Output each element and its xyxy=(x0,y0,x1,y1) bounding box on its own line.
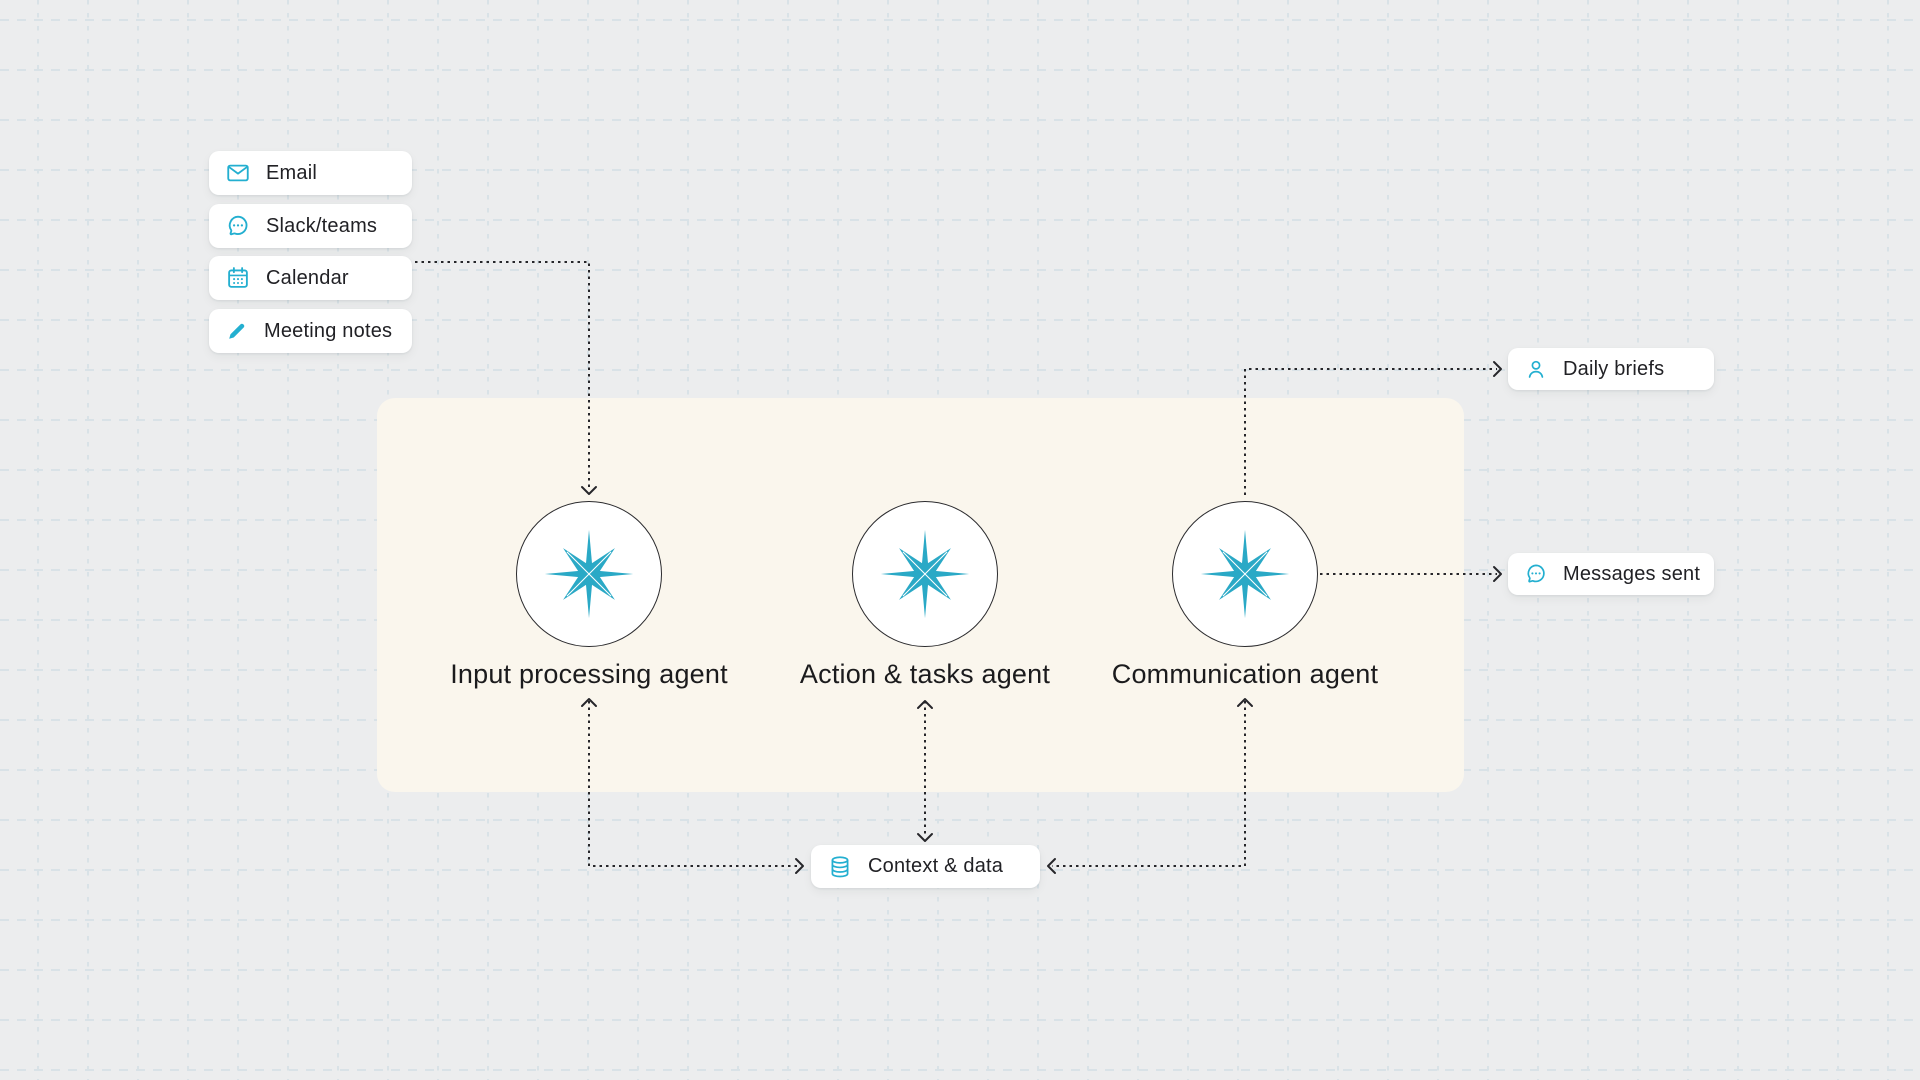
user-icon xyxy=(1524,357,1548,381)
context-chip[interactable]: Context & data xyxy=(811,845,1040,888)
compass-star-icon xyxy=(880,529,970,619)
arrowhead-right-icon xyxy=(1493,361,1502,377)
input-chip-calendar[interactable]: Calendar xyxy=(209,256,412,300)
agent-node-input-processing[interactable] xyxy=(516,501,662,647)
input-chip-meeting-notes[interactable]: Meeting notes xyxy=(209,309,412,353)
agent-label-action-tasks: Action & tasks agent xyxy=(799,659,1051,689)
arrowhead-down-icon xyxy=(917,833,933,842)
calendar-icon xyxy=(225,265,251,291)
chip-label: Messages sent xyxy=(1563,562,1701,585)
input-chip-slack-teams[interactable]: Slack/teams xyxy=(209,204,412,248)
chip-label: Daily briefs xyxy=(1563,357,1665,380)
chip-label: Email xyxy=(266,161,318,184)
chip-label: Calendar xyxy=(266,266,349,289)
chip-label: Meeting notes xyxy=(264,319,393,342)
agent-node-communication[interactable] xyxy=(1172,501,1318,647)
agent-node-action-tasks[interactable] xyxy=(852,501,998,647)
arrowhead-right-icon xyxy=(1493,566,1502,582)
agent-label-communication: Communication agent xyxy=(1111,659,1379,689)
compass-star-icon xyxy=(544,529,634,619)
chat-icon xyxy=(225,213,251,239)
output-chip-daily-briefs[interactable]: Daily briefs xyxy=(1508,348,1714,390)
input-chip-email[interactable]: Email xyxy=(209,151,412,195)
arrowhead-right-icon xyxy=(795,858,804,874)
chip-label: Context & data xyxy=(868,855,1004,877)
chat-icon xyxy=(1524,562,1548,586)
agent-label-input-processing: Input processing agent xyxy=(450,659,728,689)
chip-label: Slack/teams xyxy=(266,214,378,237)
output-chip-messages-sent[interactable]: Messages sent xyxy=(1508,553,1714,595)
pencil-icon xyxy=(225,319,249,343)
database-icon xyxy=(827,854,853,880)
mail-icon xyxy=(225,160,251,186)
arrowhead-left-icon xyxy=(1047,858,1056,874)
compass-star-icon xyxy=(1200,529,1290,619)
